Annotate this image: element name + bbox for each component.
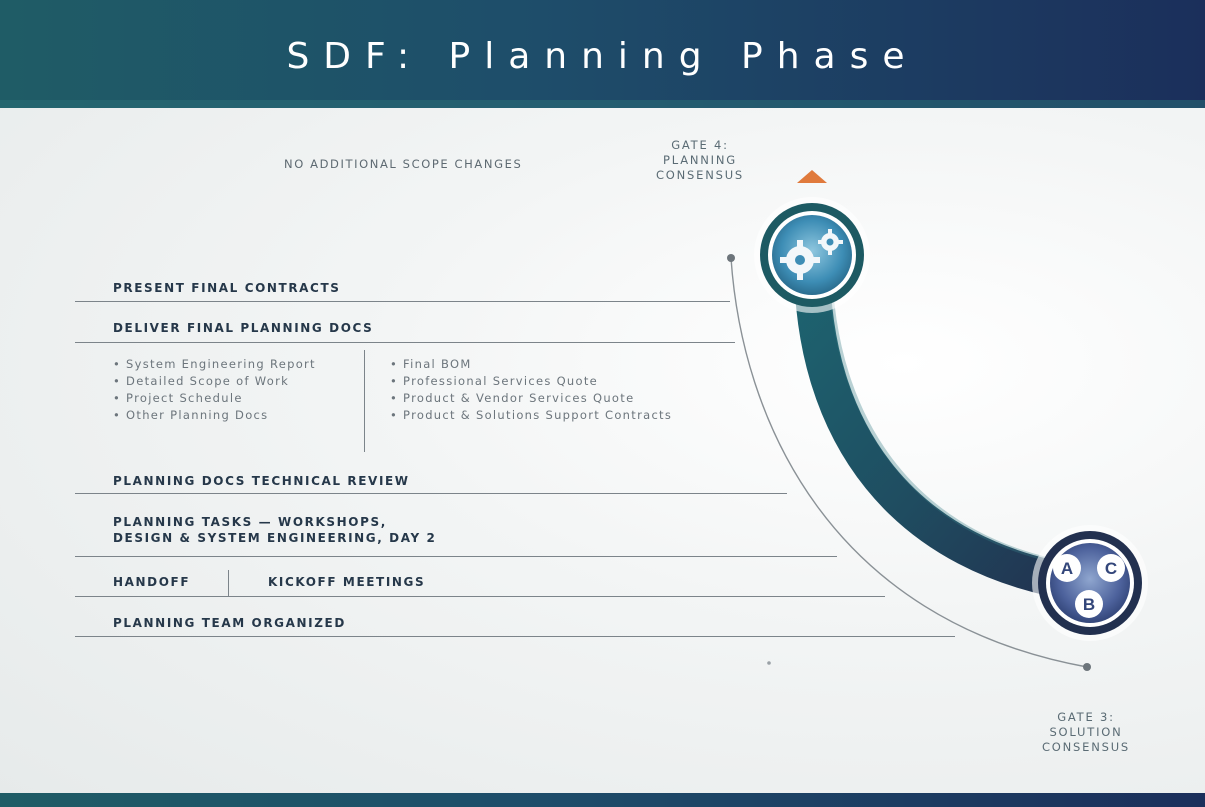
step-deliver-final-planning-docs: DELIVER FINAL PLANNING DOCS [113,321,374,335]
gate4-line2: PLANNING [663,153,737,167]
step-planning-tasks-line1: PLANNING TASKS — WORKSHOPS, [113,515,387,529]
gate3-line3: CONSENSUS [1041,740,1131,754]
guide-arc-end-dot [1083,663,1091,671]
divider [75,556,837,557]
gate4-label: GATE 4: PLANNING CONSENSUS [640,138,760,183]
docs-column-divider [364,350,365,452]
gate3-label: GATE 3: SOLUTION CONSENSUS [1026,710,1146,755]
step-kickoff-meetings: KICKOFF MEETINGS [268,575,426,589]
list-item: Product & Vendor Services Quote [390,390,672,407]
page-title: SDF: Planning Phase [286,36,919,77]
divider [75,493,787,494]
step-planning-tasks-line2: DESIGN & SYSTEM ENGINEERING, DAY 2 [113,531,437,545]
docs-list-left: System Engineering Report Detailed Scope… [113,356,316,424]
gate3-line2: SOLUTION [1049,725,1123,739]
step-planning-team-organized: PLANNING TEAM ORGANIZED [113,616,346,630]
list-item: System Engineering Report [113,356,316,373]
thick-phase-arc [794,244,1108,603]
gate4-line3: CONSENSUS [655,168,745,182]
list-item: Detailed Scope of Work [113,373,316,390]
abc-letter-a: A [1061,559,1073,578]
docs-list-right: Final BOM Professional Services Quote Pr… [390,356,672,424]
stray-dot [767,661,771,665]
step-present-final-contracts: PRESENT FINAL CONTRACTS [113,281,341,295]
handoff-divider [228,570,229,596]
step-handoff: HANDOFF [113,575,191,589]
triangle-up-icon [797,170,827,183]
divider [75,301,730,302]
divider [75,636,955,637]
footer-banner [0,793,1205,807]
divider [75,596,885,597]
gate4-line1: GATE 4: [671,138,729,152]
abc-badge-icon: A C B [1032,525,1148,641]
list-item: Product & Solutions Support Contracts [390,407,672,424]
gate3-line1: GATE 3: [1057,710,1115,724]
header-banner: SDF: Planning Phase [0,0,1205,108]
list-item: Other Planning Docs [113,407,316,424]
no-scope-changes-label: NO ADDITIONAL SCOPE CHANGES [284,157,523,171]
step-planning-docs-technical-review: PLANNING DOCS TECHNICAL REVIEW [113,474,410,488]
abc-letter-b: B [1083,595,1095,614]
list-item: Final BOM [390,356,672,373]
header-accent [0,100,1205,108]
list-item: Professional Services Quote [390,373,672,390]
thin-guide-arc [730,257,1088,668]
guide-arc-start-dot [727,254,735,262]
list-item: Project Schedule [113,390,316,407]
gears-icon [754,197,870,313]
divider [75,342,735,343]
thick-phase-arc-shadow [828,261,1091,569]
abc-letter-c: C [1105,559,1117,578]
